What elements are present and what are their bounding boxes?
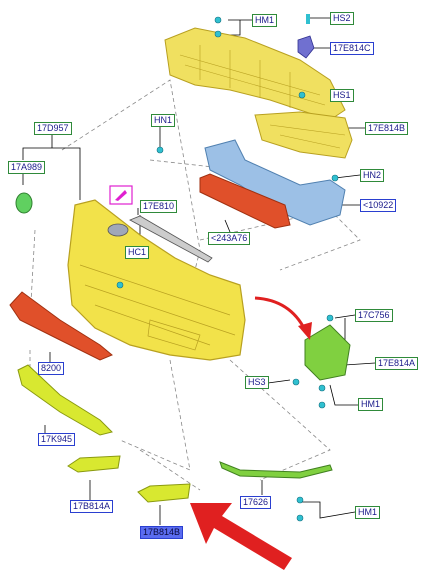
screw-hs2: [306, 14, 310, 24]
clip-17a989-part: [15, 192, 33, 214]
foam-absorber-part: [199, 173, 291, 229]
callout-10922[interactable]: <10922: [360, 199, 397, 212]
trim-strip-part: [129, 215, 213, 263]
grille-8200-part: [9, 291, 113, 361]
callout-17e814b[interactable]: 17E814B: [365, 122, 409, 135]
leader-lines: [22, 17, 376, 525]
bracket-17e814c-part: [297, 35, 315, 59]
callout-hm1-bottom[interactable]: HM1: [355, 506, 381, 519]
upper-absorber-lower-part: [254, 111, 353, 159]
bracket-17c756-part: [304, 324, 351, 381]
bumper-cover-part: [67, 199, 246, 361]
callout-17e810[interactable]: 17E810: [140, 200, 178, 213]
callout-17a989[interactable]: 17A989: [8, 161, 46, 174]
callout-17c756[interactable]: 17C756: [355, 309, 393, 322]
callout-17b814b[interactable]: 17B814B: [140, 526, 184, 539]
callout-hn1[interactable]: HN1: [151, 114, 176, 127]
callout-hn2[interactable]: HN2: [360, 169, 385, 182]
callout-hs1[interactable]: HS1: [330, 89, 354, 102]
callout-hc1[interactable]: HC1: [125, 246, 150, 259]
reinforcement-beam-part: [204, 139, 346, 226]
curved-arrow-head-icon: [298, 322, 312, 340]
callout-17626[interactable]: 17626: [240, 496, 272, 509]
callout-243a76[interactable]: <243A76: [208, 232, 251, 245]
grille-17k945-part: [17, 364, 113, 436]
pointer-arrow-icon: [190, 503, 292, 570]
curved-arrow-icon: [254, 296, 307, 331]
callout-hm1-top[interactable]: HM1: [252, 14, 278, 27]
bumper-cover-details: [79, 264, 236, 351]
emblem-part: [107, 223, 129, 237]
upper-absorber-part: [164, 27, 346, 121]
trim-17b814a-part: [67, 455, 121, 473]
callout-17b814a[interactable]: 17B814A: [70, 500, 114, 513]
callout-hm1-mid[interactable]: HM1: [358, 398, 384, 411]
absorber-ribs: [179, 45, 346, 149]
emblem-icon: [115, 190, 127, 201]
callout-hs2[interactable]: HS2: [330, 12, 354, 25]
callout-17k945[interactable]: 17K945: [38, 433, 76, 446]
callout-hs3[interactable]: HS3: [245, 376, 269, 389]
trim-17b814b-part: [137, 483, 191, 503]
callout-17e814a[interactable]: 17E814A: [375, 357, 419, 370]
clip-fasteners: [116, 16, 339, 522]
lower-strip-17626-part: [219, 461, 333, 479]
callout-17d957[interactable]: 17D957: [34, 122, 72, 135]
callout-8200[interactable]: 8200: [38, 362, 65, 375]
callout-17e814c[interactable]: 17E814C: [330, 42, 374, 55]
